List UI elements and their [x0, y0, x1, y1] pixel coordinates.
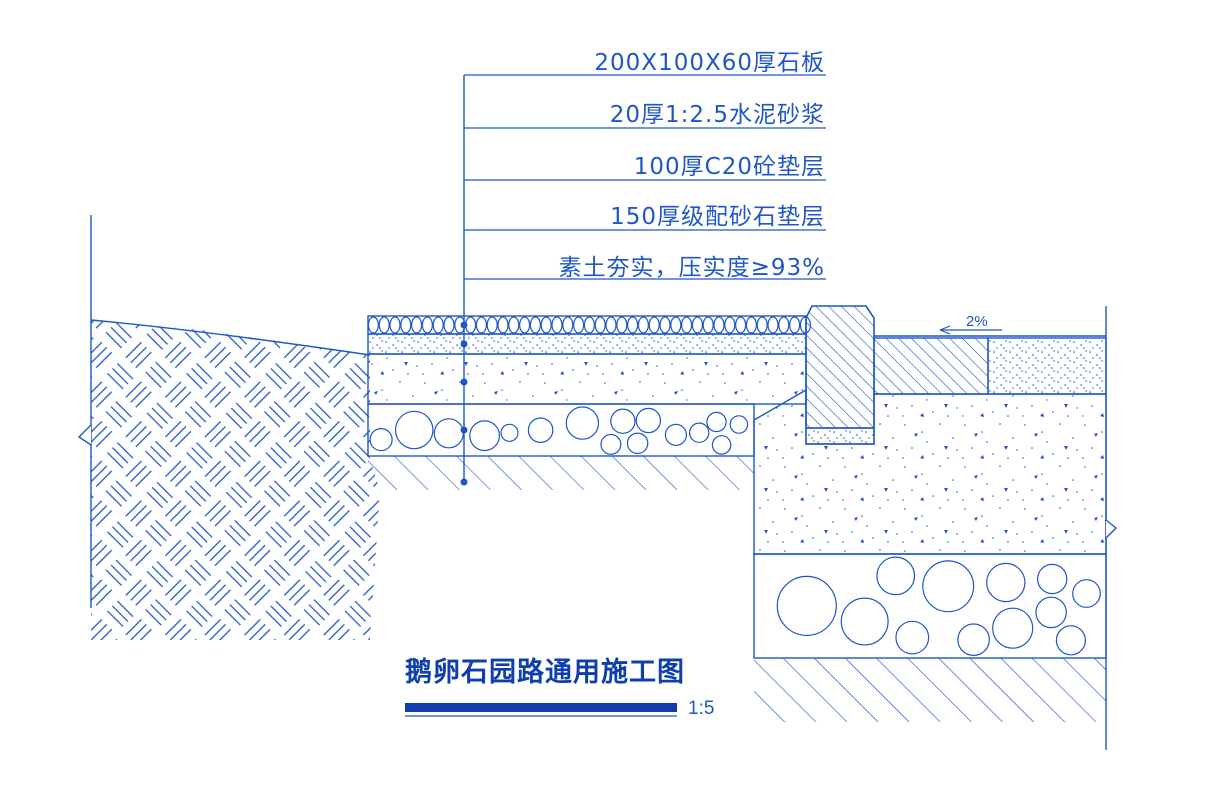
leader-line	[460, 74, 826, 486]
layer-label-concrete: 100厚C20砼垫层	[633, 154, 825, 180]
slope-label: 2%	[966, 313, 988, 330]
scale-label: 1:5	[688, 698, 715, 719]
title-underline	[405, 703, 677, 717]
path-section	[367, 315, 812, 490]
gravel-right	[776, 556, 1101, 656]
road-section	[753, 306, 1118, 750]
layer-label-stone-slab: 200X100X60厚石板	[594, 50, 825, 76]
soil-left	[77, 215, 380, 640]
drawing-title: 鹅卵石园路通用施工图	[405, 657, 685, 688]
curb-stone	[805, 305, 875, 445]
gravel-left	[369, 406, 749, 455]
layer-label-soil: 素土夯实，压实度≥93%	[558, 255, 825, 281]
layer-label-gravel: 150厚级配砂石垫层	[610, 204, 825, 230]
cobble-row	[367, 316, 812, 334]
layer-label-mortar: 20厚1:2.5水泥砂浆	[609, 102, 825, 128]
